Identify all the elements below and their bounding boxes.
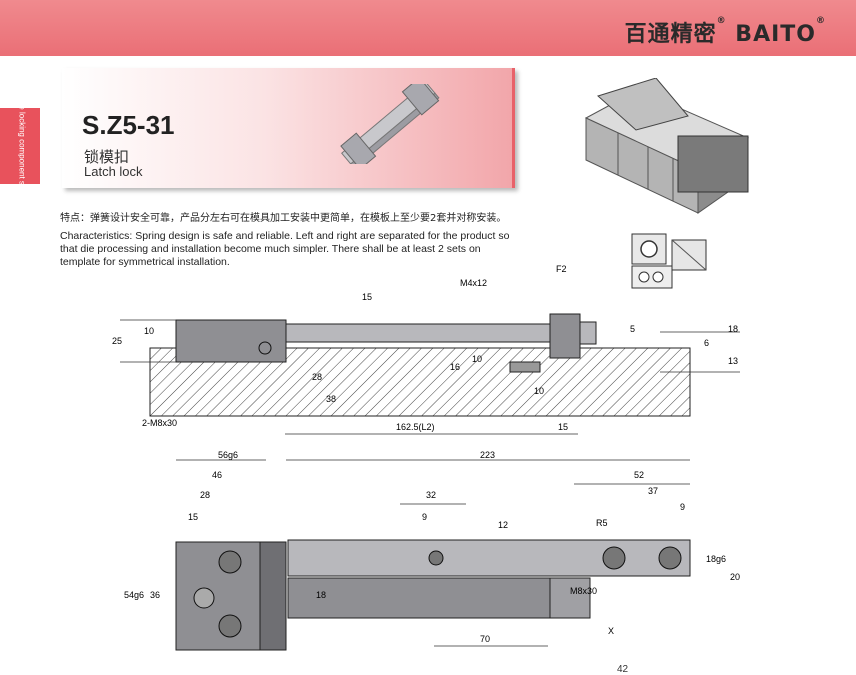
- dim-32: 32: [426, 490, 436, 500]
- dim-28: 28: [312, 372, 322, 382]
- section-view-drawing: F2 M4x12 2-M8x30 162.5(L2) 15 25 10 16 1…: [112, 264, 740, 435]
- page-number: 42: [617, 664, 629, 675]
- plan-bar-bottom: [287, 577, 589, 619]
- header-bar: 百通精密® BAITO®: [0, 0, 856, 56]
- mold-3d-illustration: [584, 78, 750, 214]
- label-m4: M4x12: [460, 278, 487, 288]
- dim-15-top: 15: [362, 292, 372, 302]
- latch-bar: [285, 323, 559, 343]
- dim-18: 18: [728, 324, 738, 334]
- dim-6: 6: [704, 338, 709, 348]
- brand-en: BAITO: [735, 22, 816, 47]
- dim-10c: 10: [534, 386, 544, 396]
- dim-28: 28: [200, 490, 210, 500]
- reg-mark-2: ®: [816, 16, 826, 26]
- dim-15: 15: [188, 512, 198, 522]
- dim-36: 36: [150, 590, 160, 600]
- dim-37: 37: [648, 486, 658, 496]
- dim-10a: 10: [144, 326, 154, 336]
- dim-13: 13: [728, 356, 738, 366]
- dim-54g6: 54g6: [124, 590, 144, 600]
- dim-18: 18: [316, 590, 326, 600]
- dim-70: 70: [480, 634, 490, 644]
- brand-logo: 百通精密® BAITO®: [625, 16, 826, 48]
- side-tab: Mode locking component series: [0, 90, 40, 202]
- dim-52: 52: [634, 470, 644, 480]
- dim-9a: 9: [422, 512, 427, 522]
- label-m8x30: M8x30: [570, 586, 597, 596]
- product-name-en: Latch lock: [84, 164, 143, 179]
- reg-mark: ®: [716, 16, 727, 26]
- dim-223: 223: [480, 450, 495, 460]
- label-l2: 162.5(L2): [396, 422, 435, 432]
- dim-15b: 15: [558, 422, 568, 432]
- plan-view-drawing: M8x30 R5 X 56g6 46 28 15 223 32 9 12 52 …: [124, 450, 740, 651]
- section-detail-view: [631, 233, 707, 289]
- dim-5: 5: [630, 324, 635, 334]
- label-2-m8: 2-M8x30: [142, 418, 177, 428]
- product-thumbnail: [340, 84, 440, 164]
- description-en: Characteristics: Spring design is safe a…: [60, 230, 510, 268]
- dim-16: 16: [450, 362, 460, 372]
- dim-18g6: 18g6: [706, 554, 726, 564]
- product-name-cn: 锁模扣: [84, 148, 130, 166]
- label-x: X: [608, 626, 614, 636]
- side-tab-label: Mode locking component series: [17, 89, 27, 203]
- plan-bar-top: [287, 539, 691, 577]
- label-f2: F2: [556, 264, 567, 274]
- dim-38: 38: [326, 394, 336, 404]
- model-number: S.Z5-31: [82, 110, 175, 140]
- dim-12: 12: [498, 520, 508, 530]
- dim-9b: 9: [680, 502, 685, 512]
- latch-block: [175, 319, 287, 363]
- dim-25: 25: [112, 336, 122, 346]
- label-r5: R5: [596, 518, 608, 528]
- brand-cn: 百通精密: [624, 22, 717, 47]
- title-card: S.Z5-31 锁模扣 Latch lock: [62, 68, 515, 188]
- dim-20: 20: [730, 572, 740, 582]
- dim-10b: 10: [472, 354, 482, 364]
- description-cn: 特点：弹簧设计安全可靠，产品分左右可在模具加工安装中更简单，在模板上至少要2套并…: [60, 213, 507, 224]
- dim-56g6: 56g6: [218, 450, 238, 460]
- dim-46: 46: [212, 470, 222, 480]
